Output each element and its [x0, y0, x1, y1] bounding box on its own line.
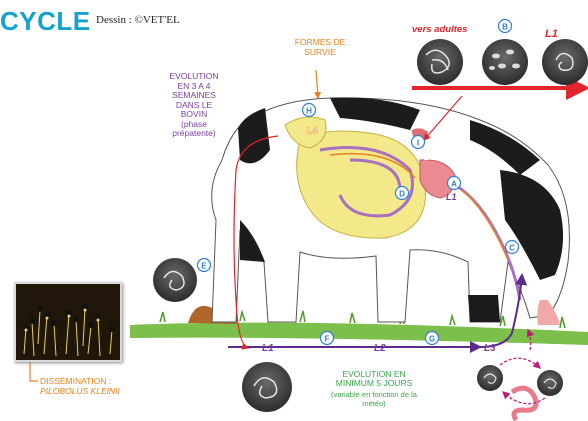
svg-text:C: C: [509, 244, 515, 253]
evolution-bovin-label: EVOLUTION EN 3 A 4 SEMAINES DANS LE BOVI…: [158, 72, 230, 139]
stage-l1-body: L1: [446, 192, 457, 202]
pilobolus-photo: [14, 282, 122, 362]
stage-l2: L2: [374, 343, 386, 354]
larva-circle-ground: [242, 362, 292, 412]
marker-a: A: [448, 177, 461, 190]
marker-b: B: [499, 20, 512, 33]
weather-note: (variable en fonction de la météo): [312, 391, 436, 408]
survival-forms-label: FORMES DE SURVIE: [284, 38, 356, 57]
stage-l1-ground: L1: [262, 343, 274, 354]
dissemination-connector: [30, 360, 38, 381]
marker-e: E: [198, 259, 211, 272]
svg-text:G: G: [429, 335, 435, 344]
marker-i: I: [412, 136, 425, 149]
stage-l5: L5: [424, 152, 436, 163]
worm-cycle-arrow-top: [500, 358, 540, 368]
survival-pointer: [316, 70, 318, 98]
larva-circle-small-right: [537, 370, 563, 396]
larva-circle-l1-top: [542, 39, 588, 85]
svg-text:D: D: [399, 190, 405, 199]
marker-c: C: [506, 241, 519, 254]
marker-h: H: [303, 104, 316, 117]
svg-text:I: I: [417, 139, 419, 148]
larva-circle-adults: [417, 39, 463, 85]
dissemination-label: DISSÉMINATION : PILOBOLUS KLEINII: [40, 376, 160, 396]
larva-circle-eggs: [482, 39, 528, 85]
marker-d: D: [396, 187, 409, 200]
svg-text:B: B: [502, 23, 508, 32]
ground-evolution-label: EVOLUTION EN MINIMUM 5 JOURS: [322, 370, 426, 388]
stage-l3: L3: [484, 343, 496, 354]
stage-l4: L4: [306, 126, 318, 137]
marker-g: G: [426, 332, 439, 345]
larva-circle-small-left: [477, 365, 503, 391]
adult-worms-label: vers adultes: [412, 24, 467, 35]
worm-cycle-arrow-bottom: [503, 392, 545, 404]
svg-text:A: A: [451, 180, 457, 189]
svg-text:F: F: [325, 335, 330, 344]
svg-text:E: E: [201, 262, 207, 271]
stage-l1-top: L1: [545, 28, 558, 40]
svg-text:H: H: [306, 107, 312, 116]
marker-f: F: [321, 332, 334, 345]
larva-circle-e: [153, 258, 197, 302]
